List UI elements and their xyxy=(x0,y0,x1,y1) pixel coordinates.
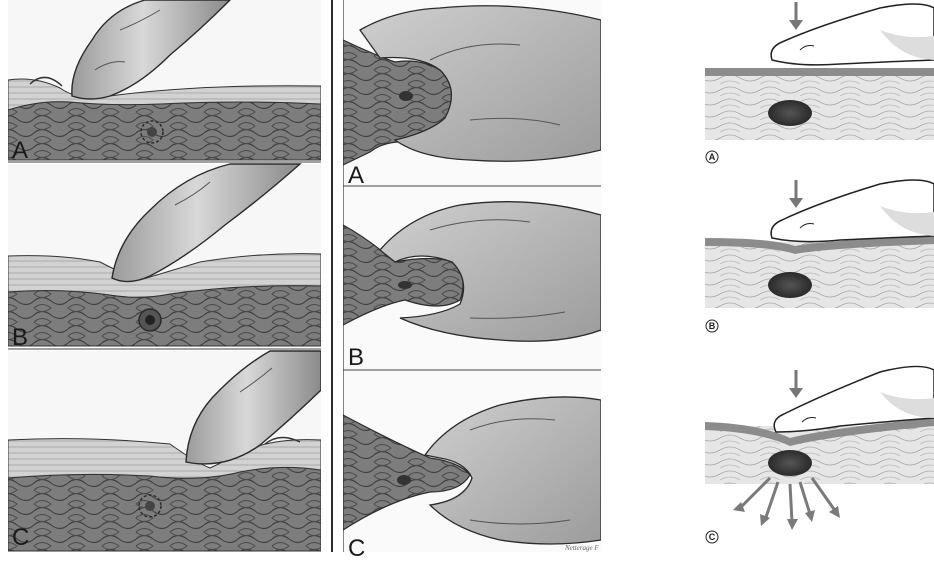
left-panel-b xyxy=(8,164,321,346)
left-panel-a-label: A xyxy=(12,137,28,164)
pain-radiation-arrows-icon xyxy=(733,478,840,530)
artist-signature: Netterage F xyxy=(564,544,599,552)
arrow-down-icon xyxy=(789,180,803,208)
nodule-icon xyxy=(768,450,812,476)
right-panel-a-label: A xyxy=(709,152,716,162)
nodule-icon xyxy=(768,100,812,126)
right-panel-a: A xyxy=(705,2,934,163)
middle-column: A B C Netterage F xyxy=(343,0,650,562)
middle-panel-a-label: A xyxy=(348,162,364,189)
right-panel-b-label: B xyxy=(709,321,716,331)
right-column: A B xyxy=(705,2,934,543)
left-column: A B C xyxy=(8,0,321,551)
middle-panel-b-label: B xyxy=(348,344,364,371)
nodule-icon xyxy=(768,272,812,298)
left-panel-c xyxy=(8,351,321,551)
middle-panel-a xyxy=(343,6,601,165)
left-panel-c-label: C xyxy=(12,524,29,551)
middle-panel-c-label: C xyxy=(348,535,365,562)
arrow-down-icon xyxy=(789,370,803,398)
right-panel-c: C xyxy=(705,366,934,543)
right-panel-b: B xyxy=(705,180,934,332)
left-panel-b-label: B xyxy=(12,324,28,351)
arrow-down-icon xyxy=(789,2,803,30)
right-panel-c-label: C xyxy=(709,532,716,542)
left-panel-a xyxy=(8,0,321,160)
